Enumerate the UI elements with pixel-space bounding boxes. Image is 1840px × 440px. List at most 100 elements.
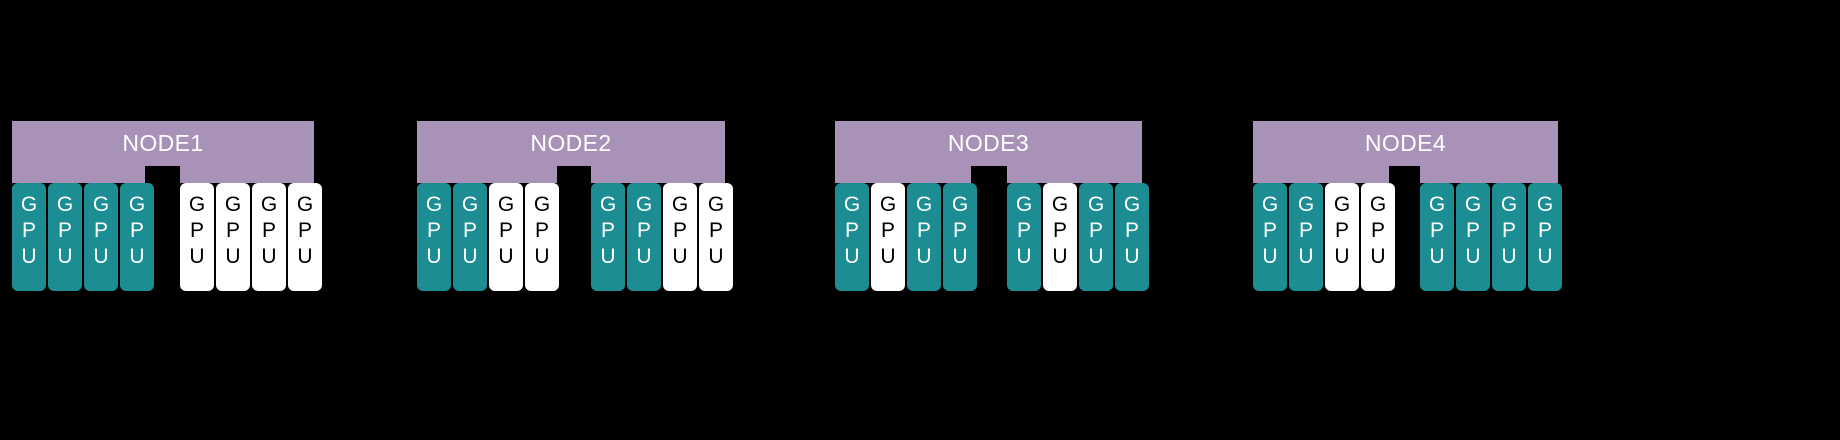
gpu-label-char: G — [707, 193, 725, 216]
gpu-label-char: P — [1052, 219, 1067, 242]
gpu-label-char: G — [1428, 193, 1446, 216]
gpu-label-char: P — [297, 219, 312, 242]
gpu-label-char: G — [92, 193, 110, 216]
gpu-label-char: P — [1334, 219, 1349, 242]
gpu-label-char: U — [952, 245, 968, 268]
gpu-label-char: U — [1370, 245, 1386, 268]
gpu-label-char: U — [93, 245, 109, 268]
gpu-group-bar — [835, 166, 971, 183]
gpu-label-char: U — [708, 245, 724, 268]
gpu-label-char: U — [1262, 245, 1278, 268]
gpu-label-char: U — [57, 245, 73, 268]
gpu-label-char: P — [600, 219, 615, 242]
gpu-label-char: P — [1465, 219, 1480, 242]
gpu-label-char: G — [1051, 193, 1069, 216]
gpu-label-char: G — [1500, 193, 1518, 216]
gpu-label-char: G — [635, 193, 653, 216]
gpu-label-char: P — [1262, 219, 1277, 242]
gpu-label-char: P — [93, 219, 108, 242]
gpu-label-char: P — [462, 219, 477, 242]
gpu-label-char: U — [1429, 245, 1445, 268]
gpu-label-char: G — [879, 193, 897, 216]
gpu-label-char: P — [1124, 219, 1139, 242]
gpu-label-char: P — [1016, 219, 1031, 242]
node-header-label: NODE4 — [1253, 121, 1558, 166]
gpu-label-char: G — [1123, 193, 1141, 216]
gpu-label-char: U — [297, 245, 313, 268]
gpu-group-bar — [12, 166, 145, 183]
gpu-label-char: U — [426, 245, 442, 268]
gpu-label-char: G — [1297, 193, 1315, 216]
gpu-label-char: P — [1370, 219, 1385, 242]
gpu-group-bar — [591, 166, 725, 183]
gpu-label-char: G — [1536, 193, 1554, 216]
gpu-label-char: P — [1088, 219, 1103, 242]
gpu-label-char: P — [57, 219, 72, 242]
gpu-label-char: G — [425, 193, 443, 216]
gpu-label-char: G — [224, 193, 242, 216]
gpu-group-bar — [1007, 166, 1142, 183]
gpu-label-char: P — [1537, 219, 1552, 242]
gpu-label-char: U — [462, 245, 478, 268]
gpu-label-char: G — [599, 193, 617, 216]
gpu-label-char: U — [261, 245, 277, 268]
gpu-label-char: U — [498, 245, 514, 268]
gpu-label-char: U — [1537, 245, 1553, 268]
gpu-label-char: U — [21, 245, 37, 268]
gpu-label-char: G — [1464, 193, 1482, 216]
gpu-label-char: P — [916, 219, 931, 242]
gpu-label-char: G — [533, 193, 551, 216]
gpu-label-char: U — [600, 245, 616, 268]
gpu-label-char: U — [225, 245, 241, 268]
gpu-label-char: G — [1261, 193, 1279, 216]
gpu-label-char: P — [880, 219, 895, 242]
node-header-label: NODE2 — [417, 121, 725, 166]
gpu-label-char: P — [225, 219, 240, 242]
node-header-label: NODE1 — [12, 121, 314, 166]
gpu-label-char: G — [915, 193, 933, 216]
gpu-label-char: G — [671, 193, 689, 216]
gpu-label-char: P — [189, 219, 204, 242]
gpu-label-char: P — [672, 219, 687, 242]
gpu-label-char: G — [843, 193, 861, 216]
gpu-label-char: G — [188, 193, 206, 216]
